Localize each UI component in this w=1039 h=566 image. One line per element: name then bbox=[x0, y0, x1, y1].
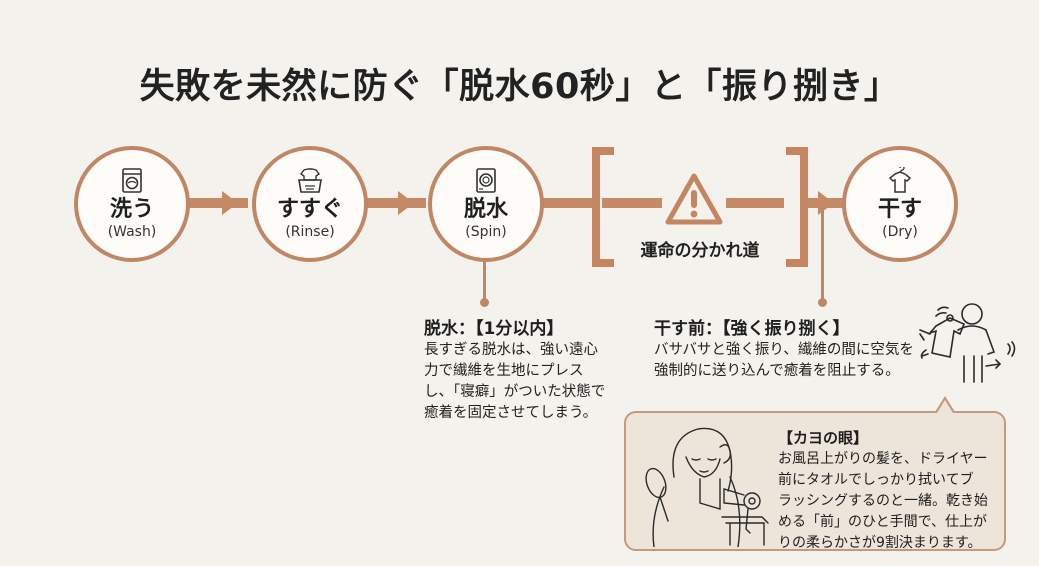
callout-line: める「前」のひと手間で、仕上が bbox=[778, 514, 988, 530]
spin-note: 脱水：【1分以内】 長すぎる脱水は、強い遠心 力で繊維を生地にプレス し、「寝癖… bbox=[424, 318, 624, 424]
callout-line: お風呂上がりの髪を、ドライヤー bbox=[778, 451, 988, 467]
callout-pointer-fill bbox=[937, 400, 953, 413]
left-bracket bbox=[592, 147, 614, 267]
callout-title: 【カヨの眼】 bbox=[778, 429, 869, 447]
shake-note: 干す前：【強く振り捌く】 バサバサと強く振り、繊維の間に空気を 強制的に送り込ん… bbox=[654, 318, 944, 382]
fork-label: 運命の分かれ道 bbox=[640, 241, 760, 261]
flow-line bbox=[602, 198, 662, 208]
page-title: 失敗を未然に防ぐ「脱水60秒」と「振り捌き」 bbox=[139, 67, 900, 107]
arrow-right-icon bbox=[222, 191, 238, 215]
flow-line bbox=[364, 198, 426, 208]
note-line: し、「寝癖」がついた状態で bbox=[424, 384, 606, 400]
callout-body: お風呂上がりの髪を、ドライヤー 前にタオルでしっかり拭いてブ ラッシングするのと… bbox=[778, 449, 998, 554]
flow-line bbox=[726, 198, 784, 208]
step-sublabel: (Spin) bbox=[465, 224, 507, 240]
washing-machine-icon bbox=[122, 168, 142, 193]
step-sublabel: (Dry) bbox=[882, 224, 918, 240]
step-spin: 脱水 (Spin) bbox=[428, 146, 544, 262]
shake-note-title: 干す前：【強く振り捌く】 bbox=[654, 319, 850, 339]
connector-dot bbox=[480, 298, 489, 307]
shake-note-body: バサバサと強く振り、繊維の間に空気を 強制的に送り込んで癒着を阻止する。 bbox=[654, 340, 944, 382]
callout-line: ラッシングするのと一緒。乾き始 bbox=[778, 493, 988, 509]
step-label: すすぐ bbox=[276, 197, 343, 222]
note-line: 癒着を固定させてしまう。 bbox=[424, 405, 598, 421]
callout-line: りの柔らかさが9割決まります。 bbox=[778, 535, 982, 551]
callout-line: 前にタオルでしっかり拭いてブ bbox=[778, 472, 974, 488]
step-wash: 洗う (Wash) bbox=[74, 146, 190, 262]
flow-line bbox=[540, 198, 596, 208]
step-label: 脱水 bbox=[463, 197, 508, 222]
step-rinse: すすぐ (Rinse) bbox=[252, 146, 368, 262]
connector-line bbox=[483, 258, 486, 302]
note-line: 強制的に送り込んで癒着を阻止する。 bbox=[654, 363, 900, 379]
connector-dot bbox=[818, 298, 827, 307]
spin-note-title: 脱水：【1分以内】 bbox=[424, 319, 564, 339]
step-label: 洗う bbox=[109, 197, 154, 222]
woman-drying-hair-illustration-icon bbox=[645, 427, 769, 547]
step-label: 干す bbox=[877, 197, 922, 222]
flow-line bbox=[186, 198, 248, 208]
arrow-right-icon bbox=[398, 191, 414, 215]
note-line: 長すぎる脱水は、強い遠心 bbox=[424, 342, 598, 358]
connector-line bbox=[821, 207, 824, 299]
shaking-shirt-illustration-icon bbox=[919, 303, 1016, 383]
rinse-basin-icon bbox=[298, 168, 322, 193]
spin-note-body: 長すぎる脱水は、強い遠心 力で繊維を生地にプレス し、「寝癖」がついた状態で 癒… bbox=[424, 340, 624, 424]
callout-text: 【カヨの眼】 お風呂上がりの髪を、ドライヤー 前にタオルでしっかり拭いてブ ラッ… bbox=[778, 428, 998, 554]
note-line: 力で繊維を生地にプレス bbox=[424, 363, 584, 379]
hanger-shirt-icon bbox=[888, 167, 912, 193]
spin-dryer-icon bbox=[476, 168, 496, 193]
step-sublabel: (Rinse) bbox=[285, 224, 335, 240]
step-dry: 干す (Dry) bbox=[842, 146, 958, 262]
note-line: バサバサと強く振り、繊維の間に空気を bbox=[654, 342, 914, 358]
right-bracket bbox=[786, 147, 808, 267]
step-sublabel: (Wash) bbox=[107, 224, 157, 240]
kayo-callout: 【カヨの眼】 お風呂上がりの髪を、ドライヤー 前にタオルでしっかり拭いてブ ラッ… bbox=[624, 411, 1006, 551]
warning-icon bbox=[665, 173, 723, 225]
